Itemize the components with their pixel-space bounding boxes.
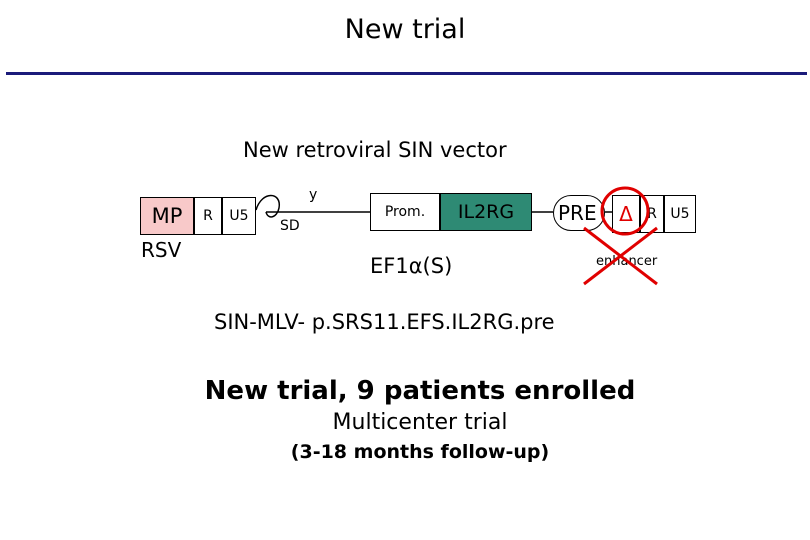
trial-followup: (3-18 months follow-up) <box>290 441 550 463</box>
il2rg-gene-box: IL2RG <box>440 193 532 231</box>
deletion-circle-icon <box>600 186 650 236</box>
pre-element: PRE <box>553 195 605 231</box>
sd-label: SD <box>280 218 300 234</box>
vector-name: SIN-MLV- p.SRS11.EFS.IL2RG.pre <box>214 310 555 334</box>
title-divider <box>6 72 807 75</box>
ltr5-u5-segment: U5 <box>222 197 256 235</box>
ef1a-label: EF1α(S) <box>370 254 453 278</box>
psi-label: y <box>309 187 318 203</box>
slide-title: New trial <box>344 14 466 45</box>
ltr3-u5-segment: U5 <box>664 195 696 233</box>
vector-title: New retroviral SIN vector <box>243 138 507 162</box>
ltr5-r-segment: R <box>194 197 222 235</box>
promoter-box: Prom. <box>370 193 440 231</box>
mp-segment: MP <box>140 197 194 235</box>
deletion-cross-icon-b <box>583 226 658 286</box>
trial-headline: New trial, 9 patients enrolled <box>204 376 636 406</box>
trial-type: Multicenter trial <box>332 410 508 435</box>
rsv-label: RSV <box>141 238 182 262</box>
packaging-loop <box>255 194 280 218</box>
